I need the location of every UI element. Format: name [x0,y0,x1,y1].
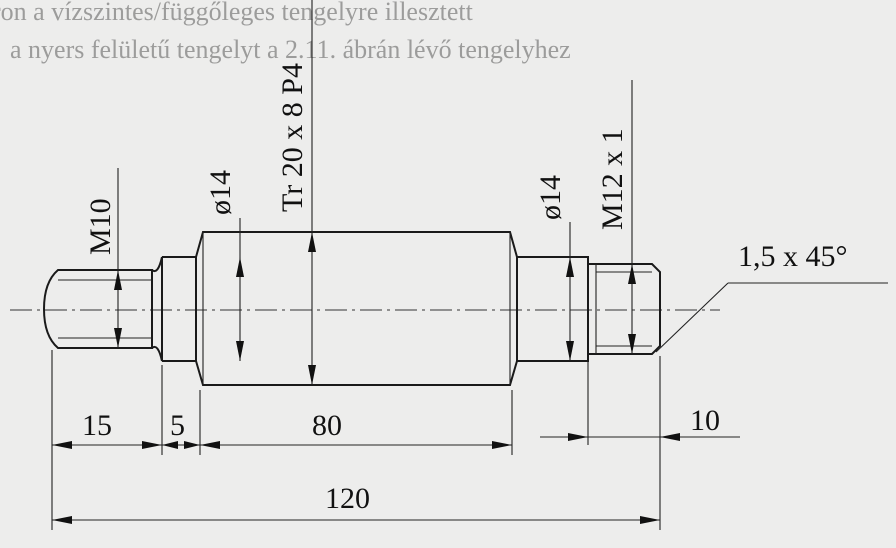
arrow [660,433,680,441]
arrow [114,270,122,290]
undercut-groove [151,256,163,362]
callout-m10: M10 [84,198,117,255]
m10-thread-end [42,269,153,349]
callout-chamfer: 1,5 x 45° [738,240,848,273]
m12-thread-end [587,263,661,355]
trapezoidal-thread-body [195,231,518,386]
dim-label-5: 5 [170,409,185,442]
arrow [200,441,220,449]
arrow [236,341,244,361]
shaft-outline [42,231,661,386]
arrow [162,441,178,449]
arrow [492,441,512,449]
dim-label-15: 15 [82,409,112,442]
length-dimensions [52,433,740,524]
journal-left [162,256,196,362]
arrow [142,441,162,449]
callout-labels: M10 ø14 Tr 20 x 8 P4 ø14 M12 x 1 1,5 x 4… [84,63,848,273]
arrow [628,264,636,284]
length-labels: 15 5 80 10 120 [82,404,720,515]
dim-label-10: 10 [690,404,720,437]
arrow [52,516,72,524]
diameter-dimensions [114,0,636,385]
dim-label-80: 80 [312,409,342,442]
arrow [236,257,244,277]
header-line-1: ron a vízszintes/függőleges tengelyre il… [0,0,474,26]
chamfer-leader-diagonal [655,282,729,353]
callout-tr-thread: Tr 20 x 8 P4 [276,63,309,212]
journal-right [517,256,589,362]
arrow [640,516,660,524]
arrow [566,341,574,361]
arrow [568,433,588,441]
header-line-2: a nyers felületű tengelyt a 2.11. ábrán … [10,35,571,64]
extension-lines [51,350,661,530]
arrow [566,257,574,277]
callout-dia14-left: ø14 [204,170,237,215]
arrow [114,328,122,348]
arrow [308,365,316,385]
arrow [628,334,636,354]
arrow [308,232,316,252]
callout-m12: M12 x 1 [596,128,629,230]
dim-label-120: 120 [325,482,370,515]
chamfer-leader [655,282,888,353]
callout-dia14-right: ø14 [534,175,567,220]
arrow [184,441,200,449]
page-header: ron a vízszintes/függőleges tengelyre il… [0,0,571,64]
arrow [52,441,72,449]
